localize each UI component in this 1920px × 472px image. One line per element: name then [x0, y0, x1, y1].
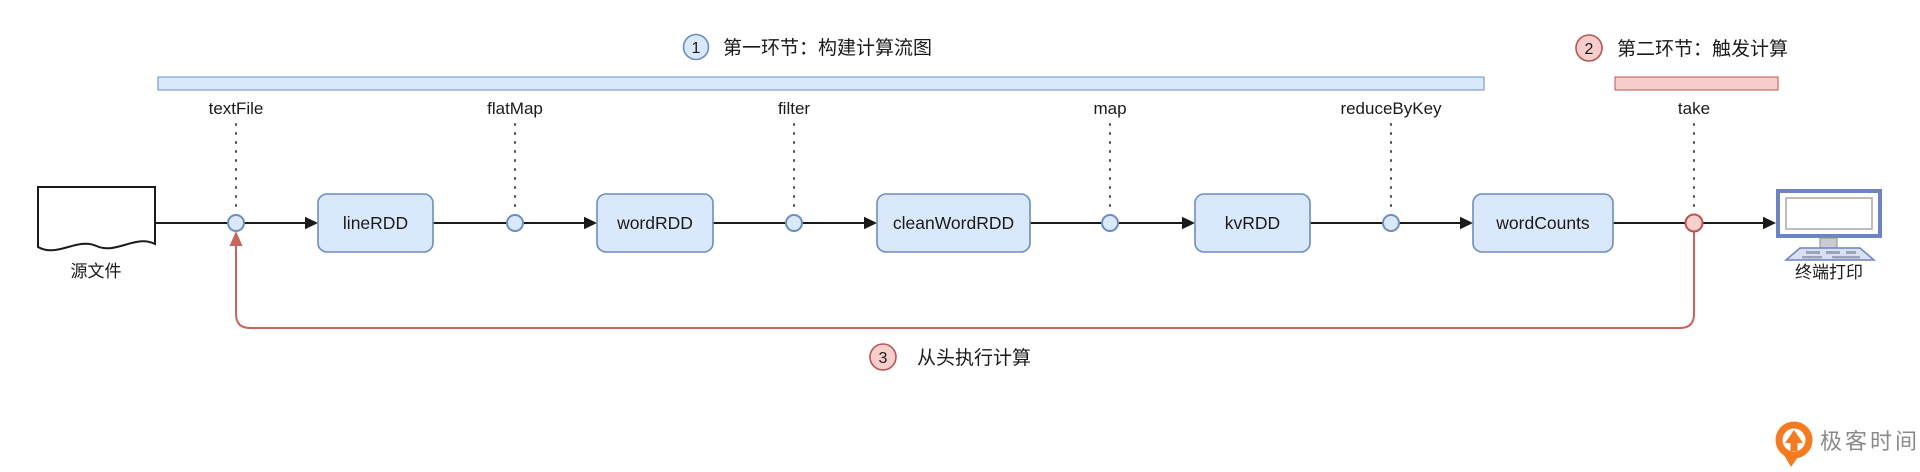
operator-label-take: take	[1678, 99, 1710, 118]
keyboard-key	[1846, 251, 1856, 254]
arrowhead-icon	[584, 216, 597, 230]
monitor-screen	[1785, 197, 1873, 230]
monitor-stand	[1819, 237, 1838, 249]
geektime-logo-text: 极客时间	[1820, 429, 1920, 454]
replay-arrowhead-icon	[229, 231, 243, 246]
stage3-label: 从头执行计算	[917, 347, 1031, 369]
operator-label-map: map	[1093, 99, 1126, 118]
stage1-label: 第一环节：构建计算流图	[723, 37, 932, 59]
stage2-badge	[1575, 34, 1603, 62]
rdd-box-cleanwordrdd-label: cleanWordRDD	[893, 213, 1014, 233]
arrowhead-icon	[1460, 216, 1473, 230]
stage2-badge-number: 2	[1585, 41, 1594, 58]
keyboard-key	[1826, 251, 1840, 254]
rdd-box-wordcounts	[1472, 193, 1614, 253]
source-file-shape	[37, 186, 156, 252]
stage1-blue-bracket	[157, 76, 1485, 91]
rdd-box-wordcounts-label: wordCounts	[1495, 213, 1590, 233]
geektime-logo-icon	[1775, 421, 1813, 467]
terminal-monitor-icon	[1776, 189, 1882, 261]
keyboard-key	[1802, 256, 1822, 259]
textfile-marker-circle	[227, 214, 245, 232]
map-marker-circle	[1101, 214, 1119, 232]
stage1-badge	[682, 33, 710, 61]
replay-loop-line	[235, 231, 1695, 329]
stage3-badge	[869, 343, 897, 371]
terminal-label: 终端打印	[1795, 263, 1863, 282]
operator-label-reducebykey: reduceByKey	[1340, 99, 1442, 118]
reducebykey-marker-circle	[1382, 214, 1400, 232]
stage2-label: 第二环节：触发计算	[1617, 38, 1788, 60]
rdd-box-kvrdd-label: kvRDD	[1225, 213, 1280, 233]
keyboard-key	[1806, 251, 1820, 254]
stage2-pink-bracket	[1614, 76, 1779, 91]
operator-label-textfile: textFile	[209, 99, 264, 118]
arrowhead-icon	[1182, 216, 1195, 230]
arrowhead-icon	[1763, 216, 1776, 230]
operator-label-flatmap: flatMap	[487, 99, 543, 118]
logo-up-arrow-icon	[1785, 430, 1803, 451]
keyboard-key	[1832, 256, 1860, 259]
rdd-box-linerdd	[317, 193, 434, 253]
arrowhead-icon	[305, 216, 318, 230]
rdd-box-wordrdd	[596, 193, 714, 253]
source-file-icon	[37, 186, 156, 252]
filter-marker-circle	[785, 214, 803, 232]
operator-label-filter: filter	[778, 99, 810, 118]
rdd-box-cleanwordrdd	[876, 193, 1031, 253]
rdd-box-linerdd-label: lineRDD	[343, 213, 408, 233]
rdd-box-kvrdd	[1194, 193, 1311, 253]
rdd-box-wordrdd-label: wordRDD	[616, 213, 693, 233]
take-marker-circle	[1684, 213, 1704, 233]
stage3-badge-number: 3	[879, 350, 888, 367]
source-file-label: 源文件	[71, 262, 122, 281]
arrowhead-icon	[864, 216, 877, 230]
flatmap-marker-circle	[506, 214, 524, 232]
stage1-badge-number: 1	[692, 40, 701, 57]
logo-tail	[1784, 455, 1798, 467]
